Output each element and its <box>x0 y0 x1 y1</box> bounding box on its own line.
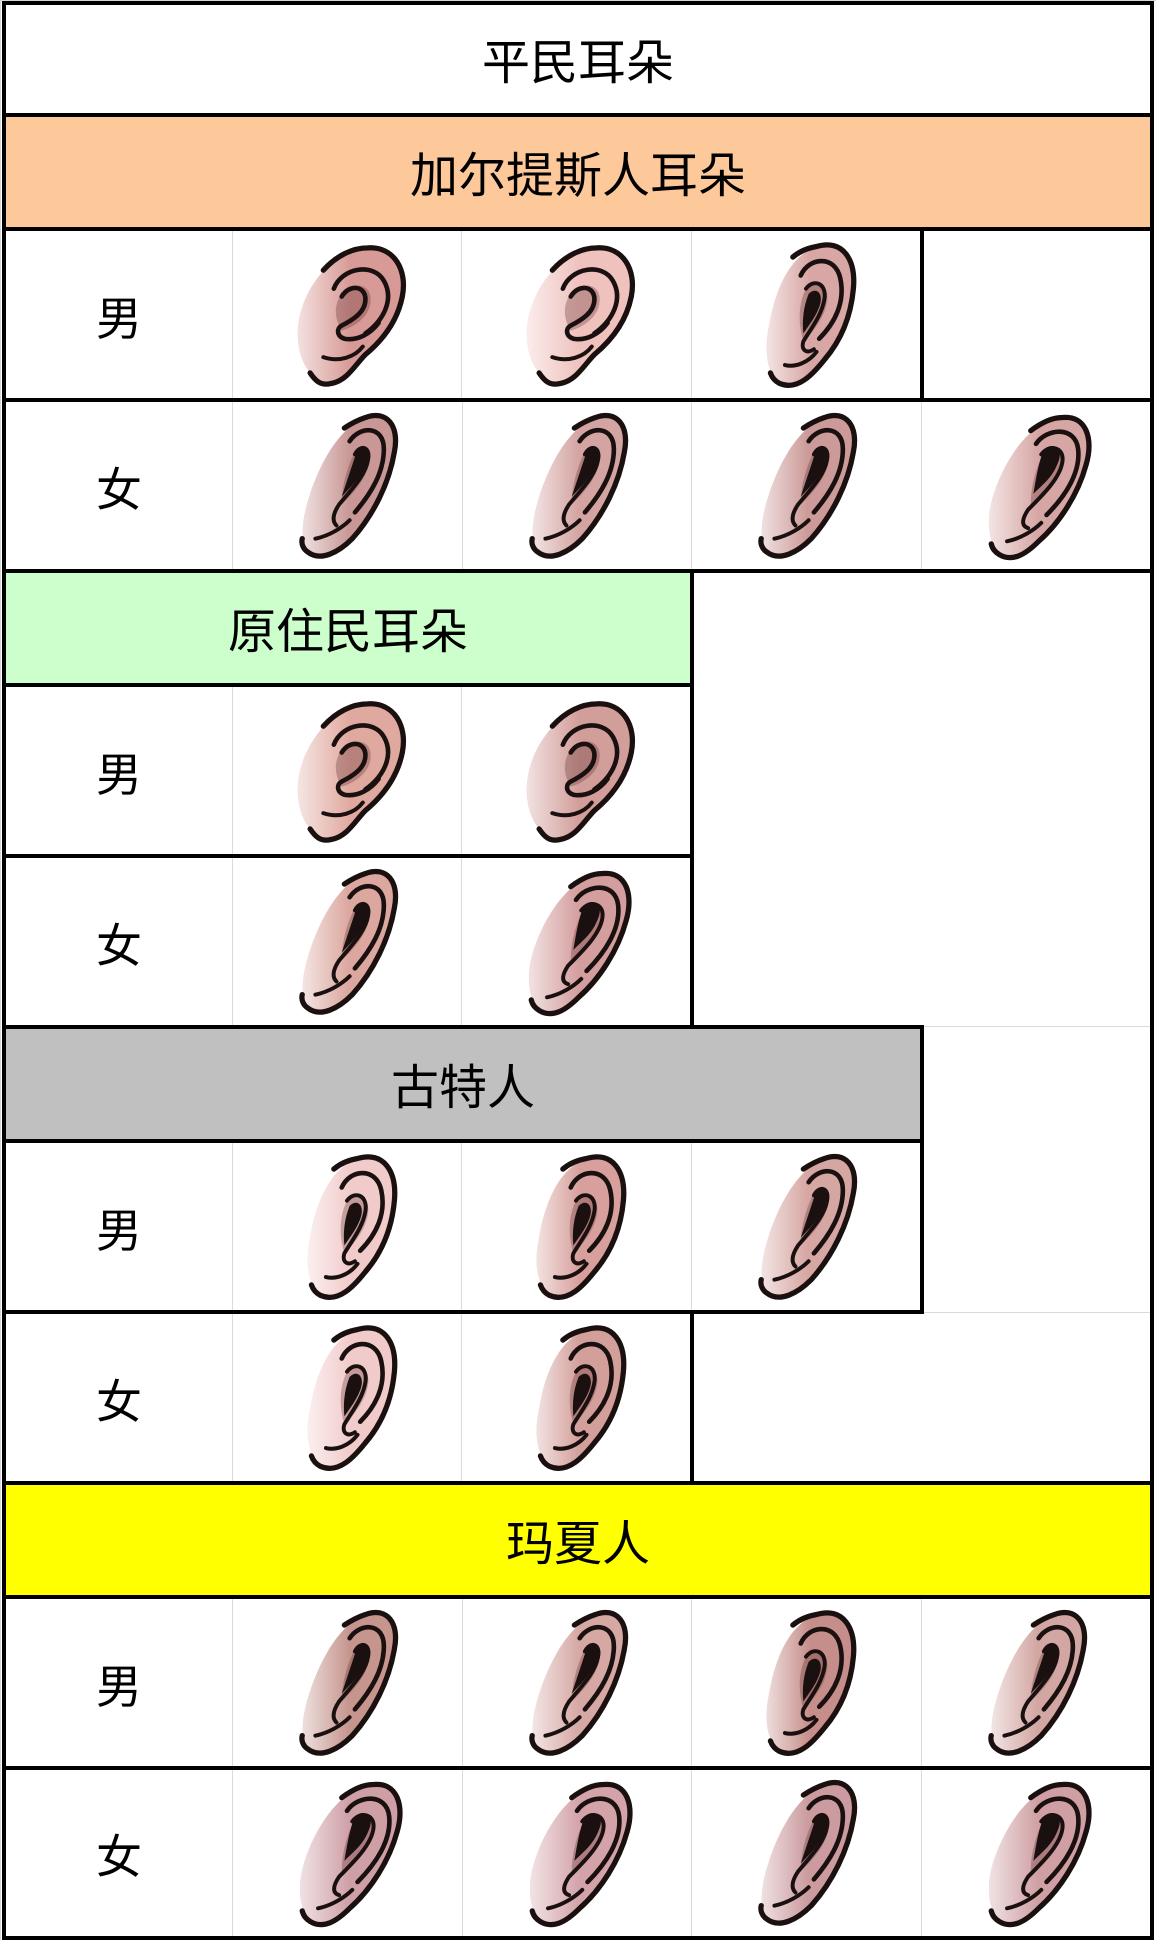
ear-cell <box>461 687 690 854</box>
ear-image-icon <box>736 1604 876 1762</box>
gender-label: 女 <box>96 1374 142 1429</box>
ear-cell <box>920 1770 1151 1936</box>
ear-row-female: 女 <box>2 1310 694 1485</box>
ear-image-icon <box>736 1774 876 1932</box>
ear-image-icon <box>277 692 417 850</box>
ear-cell <box>232 1314 461 1481</box>
ear-shape <box>530 1784 630 1924</box>
ear-shape <box>532 1612 626 1753</box>
ear-cell <box>920 1599 1151 1766</box>
ear-shape <box>761 1156 855 1297</box>
gender-label: 男 <box>96 1659 142 1714</box>
ear-shape <box>537 1156 624 1297</box>
ear-row-male: 男 <box>2 683 694 858</box>
sheet-gridline-left <box>0 0 1 1940</box>
ear-image-icon <box>736 236 876 394</box>
ear-shape <box>527 247 633 383</box>
ear-image-icon <box>277 407 417 565</box>
empty-cell <box>694 573 1150 1025</box>
ear-row-male: 男 <box>2 227 924 402</box>
ear-image-icon <box>966 407 1106 565</box>
ear-row-female: 女 <box>2 398 1154 573</box>
ear-shape <box>302 415 396 556</box>
gender-label: 女 <box>96 1830 142 1884</box>
ear-row-female: 女 <box>2 1766 1154 1940</box>
ear-cell <box>461 1599 692 1766</box>
ear-shape <box>537 1327 624 1468</box>
ear-cell <box>691 1599 921 1766</box>
empty-cell <box>924 231 1150 398</box>
section-header-gute: 古特人 <box>2 1025 924 1143</box>
ear-shape <box>766 244 853 385</box>
ear-image-icon <box>966 1774 1106 1932</box>
ear-cell <box>461 1314 690 1481</box>
ear-cell <box>232 858 461 1025</box>
ear-cell <box>461 1143 690 1310</box>
ear-cell <box>691 1770 921 1936</box>
section-header-masha: 玛夏人 <box>2 1481 1154 1599</box>
gender-label: 男 <box>96 747 142 802</box>
ear-image-icon <box>736 407 876 565</box>
ear-shape <box>298 247 404 383</box>
ear-shape <box>532 415 626 556</box>
ear-row-male: 男 <box>2 1595 1154 1770</box>
ear-image-icon <box>966 1604 1106 1762</box>
ear-image-icon <box>506 692 646 850</box>
ear-cell <box>232 1599 462 1766</box>
gender-label: 女 <box>96 462 142 517</box>
ear-shape <box>302 1612 396 1753</box>
ear-cell <box>461 858 690 1025</box>
gender-label: 男 <box>96 1203 142 1258</box>
ear-cell <box>461 231 690 398</box>
gender-label: 男 <box>96 291 142 346</box>
ear-image-icon <box>277 1148 417 1306</box>
gender-label: 女 <box>96 918 142 973</box>
ear-cell <box>690 231 920 398</box>
ear-shape <box>991 1612 1085 1753</box>
ear-row-male: 男 <box>2 1139 924 1314</box>
ear-image-icon <box>277 1604 417 1762</box>
ear-shape <box>302 871 396 1012</box>
ear-row-female: 女 <box>2 854 694 1029</box>
ear-image-icon <box>277 236 417 394</box>
ear-cell <box>232 402 462 569</box>
ear-cell <box>232 687 461 854</box>
ear-image-icon <box>506 863 646 1021</box>
ear-shape <box>300 1784 400 1924</box>
ear-image-icon <box>507 1604 647 1762</box>
page-title: 平民耳朵 <box>2 1 1154 117</box>
section-header-garlstein: 加尔提斯人耳朵 <box>2 113 1154 231</box>
ear-image-icon <box>506 1148 646 1306</box>
ear-shape <box>308 1327 395 1468</box>
empty-cell <box>924 1026 1150 1313</box>
ear-shape <box>761 415 855 556</box>
ear-image-icon <box>507 407 647 565</box>
ear-cell <box>461 402 692 569</box>
ear-shape <box>298 703 404 839</box>
ear-cell <box>232 1770 462 1936</box>
ear-image-icon <box>506 1319 646 1477</box>
sheet-gridline-top <box>0 0 1156 1</box>
ear-image-icon <box>506 236 646 394</box>
ear-image-icon <box>736 1148 876 1306</box>
ear-shape <box>989 1784 1089 1924</box>
section-header-indigenous: 原住民耳朵 <box>2 569 694 687</box>
ear-image-icon <box>507 1774 647 1932</box>
ear-image-icon <box>277 1774 417 1932</box>
ear-cell <box>461 1770 692 1936</box>
ear-shape <box>527 703 633 839</box>
ear-shape <box>767 1612 854 1753</box>
ear-shape <box>529 873 629 1013</box>
ear-shape <box>761 1782 855 1923</box>
ear-shape <box>989 417 1089 557</box>
ear-cell <box>232 231 461 398</box>
ear-image-icon <box>277 1319 417 1477</box>
ear-image-icon <box>277 863 417 1021</box>
ear-shape <box>308 1156 395 1297</box>
ear-cell <box>232 1143 461 1310</box>
ear-cell <box>920 402 1151 569</box>
ear-cell <box>690 1143 920 1310</box>
empty-cell <box>694 1314 1150 1481</box>
ear-cell <box>691 402 921 569</box>
